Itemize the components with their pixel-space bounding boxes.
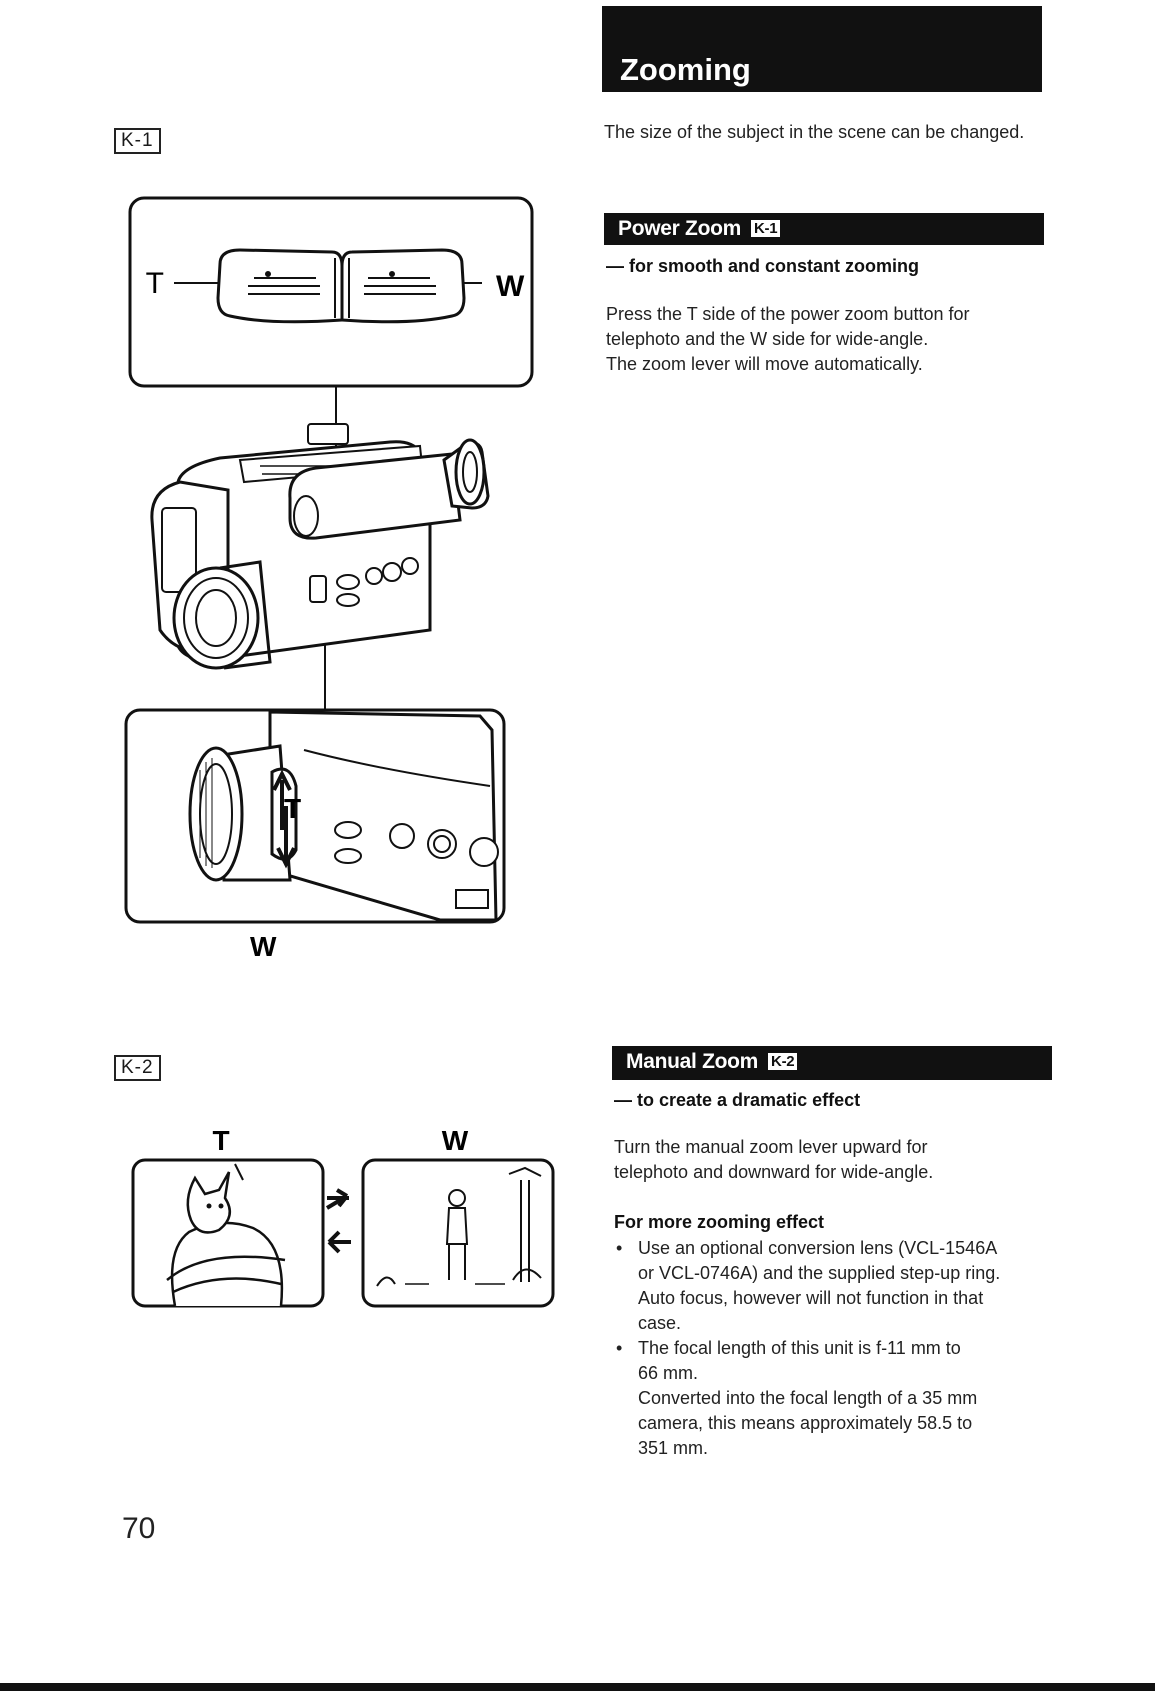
zoom-direction-arrows-icon: [325, 1188, 351, 1254]
manual-zoom-subtitle: — to create a dramatic effect: [614, 1090, 861, 1110]
power-zoom-heading-text: Power Zoom: [618, 217, 742, 240]
list-item: Use an optional conversion lens (VCL-154…: [614, 1236, 1064, 1336]
list-item-line: The focal length of this unit is f-11 mm…: [638, 1338, 961, 1358]
power-zoom-button-icon: [216, 248, 466, 324]
figure-ref-k1: K-1: [114, 128, 161, 154]
list-item: The focal length of this unit is f-11 mm…: [614, 1336, 1064, 1461]
person-with-dog-closeup-icon: [166, 1163, 286, 1307]
power-zoom-body: Press the T side of the power zoom butto…: [606, 302, 1056, 377]
lever-label-t: T: [284, 793, 301, 824]
manual-zoom-heading: Manual Zoom K-2: [612, 1046, 1052, 1080]
manual-zoom-body-line: telephoto and downward for wide-angle.: [614, 1162, 934, 1182]
manual-zoom-heading-text: Manual Zoom: [626, 1050, 759, 1073]
telephoto-label: T: [212, 1125, 229, 1156]
manual-zoom-body: Turn the manual zoom lever upward for te…: [614, 1135, 1054, 1185]
page-title: Zooming: [602, 6, 1042, 92]
page-number: 70: [122, 1512, 156, 1545]
manual-zoom-body-line: Turn the manual zoom lever upward for: [614, 1137, 928, 1157]
person-with-tree-wide-icon: [376, 1166, 542, 1287]
list-item-line: 66 mm.: [638, 1363, 699, 1383]
power-zoom-heading: Power Zoom K-1: [604, 213, 1044, 245]
list-item-line: Auto focus, however will not function in…: [638, 1288, 984, 1308]
zoom-comparison-illustration: T W: [131, 1125, 555, 1308]
more-zooming-list: Use an optional conversion lens (VCL-154…: [614, 1236, 1064, 1461]
figure-ref-k2: K-2: [114, 1055, 161, 1081]
manual-zoom-lever-icon: [188, 710, 499, 922]
manual-zoom-ref: K-2: [768, 1053, 798, 1070]
camcorder-icon: [150, 423, 490, 670]
list-item-line: or VCL-0746A) and the supplied step-up r…: [638, 1263, 1001, 1283]
more-zooming-heading: For more zooming effect: [614, 1212, 825, 1232]
camcorder-illustration: T W: [124, 196, 534, 962]
power-zoom-body-line: Press the T side of the power zoom butto…: [606, 304, 970, 324]
power-zoom-ref: K-1: [751, 220, 781, 237]
list-item-line: case.: [638, 1313, 682, 1333]
lever-label-w: W: [250, 931, 277, 962]
power-zoom-body-line: The zoom lever will move automatically.: [606, 354, 923, 374]
inset-label-w: W: [496, 270, 525, 303]
list-item-line: Converted into the focal length of a 35 …: [638, 1388, 978, 1408]
power-zoom-body-line: telephoto and the W side for wide-angle.: [606, 329, 929, 349]
list-item-line: Use an optional conversion lens (VCL-154…: [638, 1238, 998, 1258]
wide-angle-label: W: [442, 1125, 469, 1156]
page-bottom-edge: [0, 1683, 1155, 1691]
list-item-line: camera, this means approximately 58.5 to: [638, 1413, 973, 1433]
power-zoom-subtitle: — for smooth and constant zooming: [606, 256, 919, 276]
inset-label-t: T: [146, 267, 164, 300]
intro-text: The size of the subject in the scene can…: [604, 122, 1025, 142]
list-item-line: 351 mm.: [638, 1438, 709, 1458]
